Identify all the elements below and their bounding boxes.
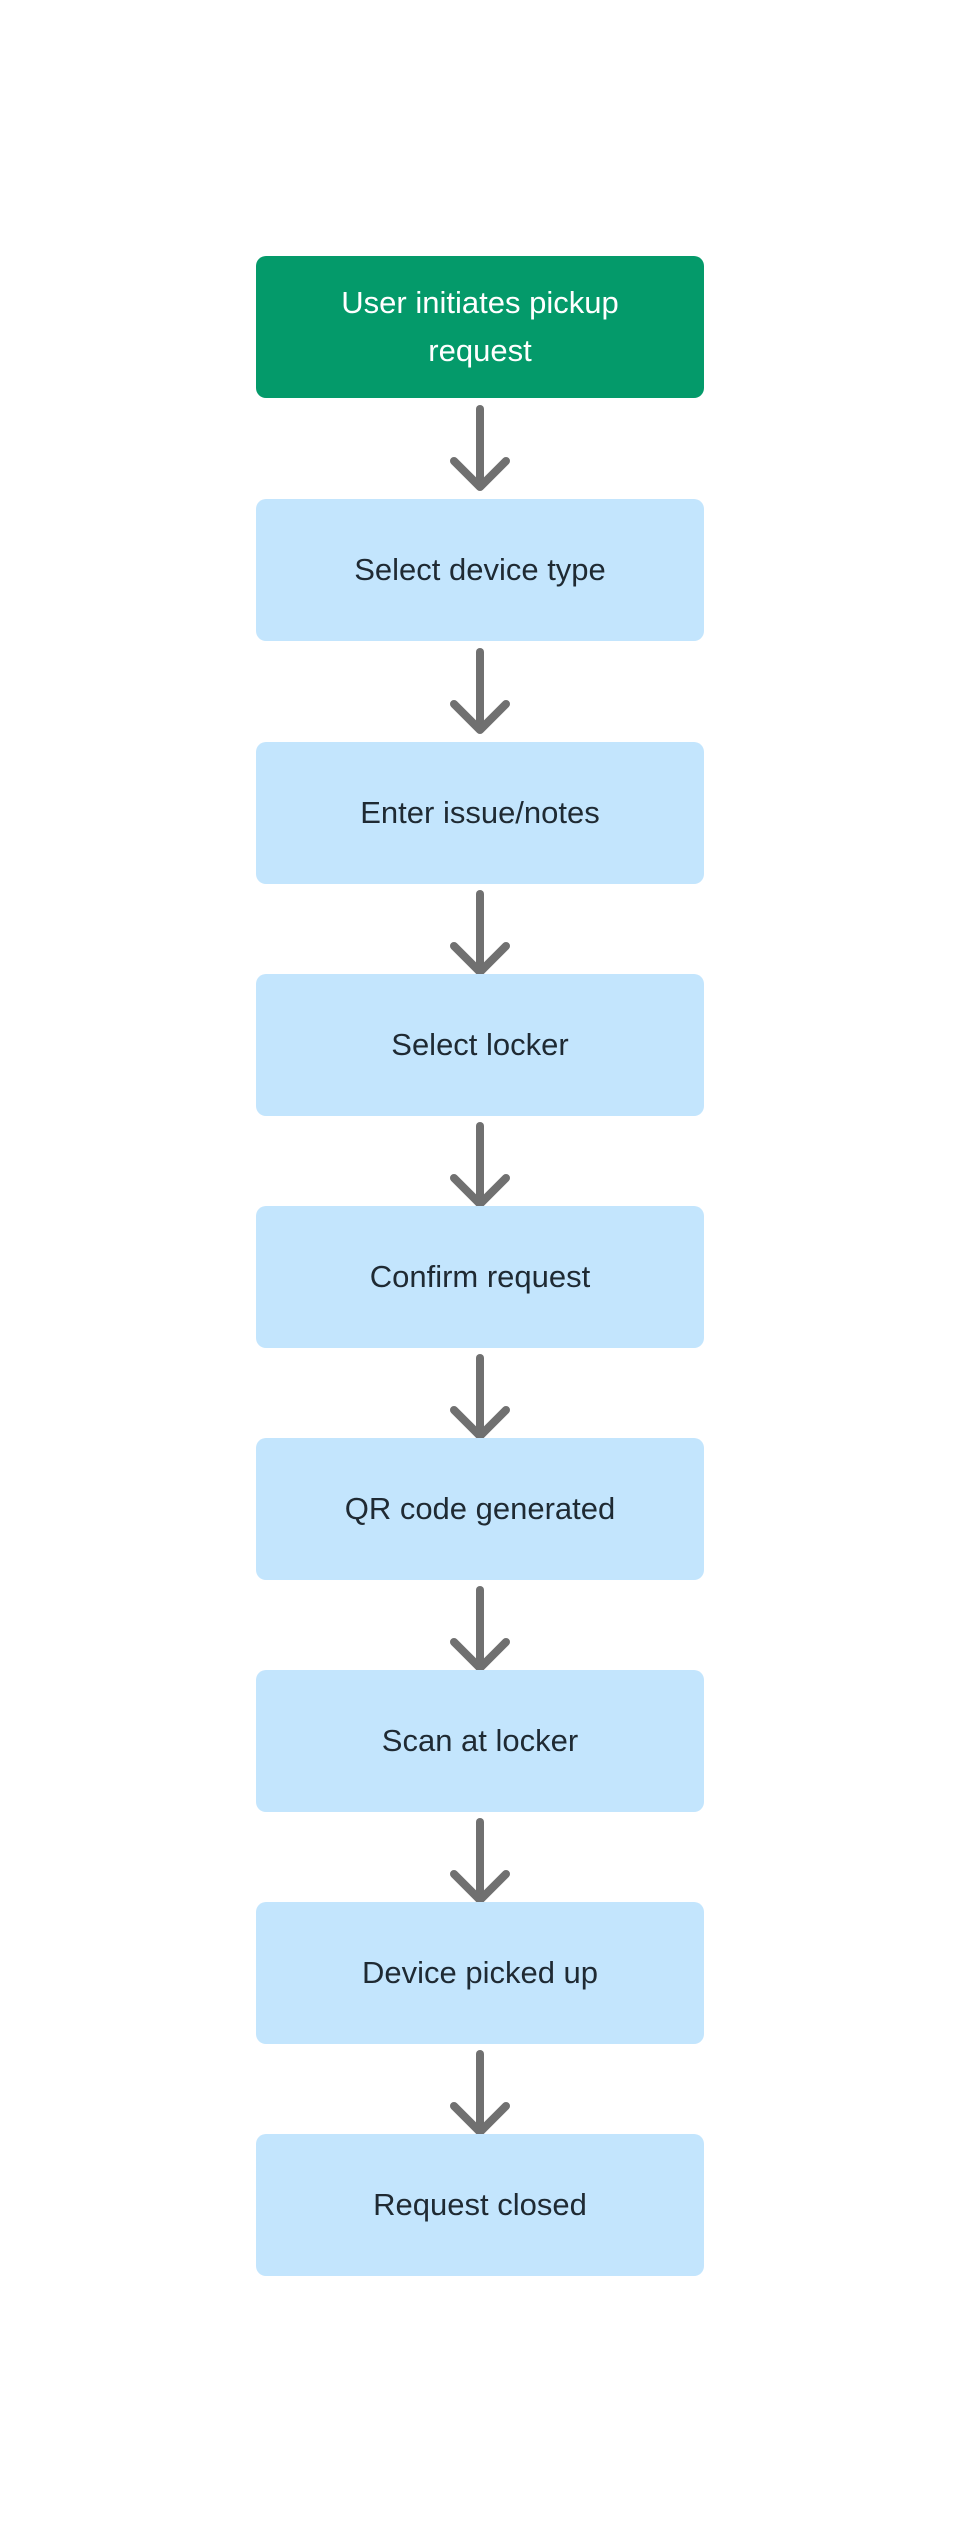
flow-step-user-initiates-pickup-request: User initiates pickup request <box>256 256 704 398</box>
flow-step-enter-issue-notes: Enter issue/notes <box>256 742 704 884</box>
flow-step-select-device-type: Select device type <box>256 499 704 641</box>
down-arrow-icon <box>450 1818 510 1904</box>
down-arrow-icon <box>450 648 510 734</box>
down-arrow-icon <box>450 2050 510 2136</box>
down-arrow-icon <box>450 1354 510 1440</box>
down-arrow-icon <box>450 1122 510 1208</box>
down-arrow-icon <box>450 890 510 976</box>
flow-step-device-picked-up: Device picked up <box>256 1902 704 2044</box>
flow-step-scan-at-locker: Scan at locker <box>256 1670 704 1812</box>
flow-step-request-closed: Request closed <box>256 2134 704 2276</box>
down-arrow-icon <box>450 1586 510 1672</box>
flow-step-qr-code-generated: QR code generated <box>256 1438 704 1580</box>
flow-step-select-locker: Select locker <box>256 974 704 1116</box>
down-arrow-icon <box>450 405 510 491</box>
flow-step-confirm-request: Confirm request <box>256 1206 704 1348</box>
